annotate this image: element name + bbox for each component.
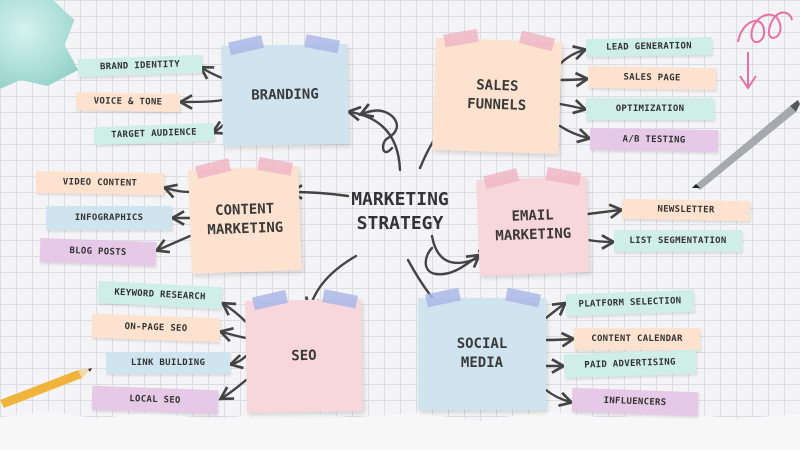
curly-arrow-doodle bbox=[357, 103, 399, 154]
topic-label: SOCIAL MEDIA bbox=[456, 336, 508, 371]
subtopic-tag: SALES PAGE bbox=[587, 65, 717, 91]
connector-arrow bbox=[586, 203, 625, 219]
topic-note-sales-funnels: SALES FUNNELS bbox=[432, 28, 562, 155]
subtopic-tag: BLOG POSTS bbox=[39, 237, 157, 267]
subtopic-tag: VIDEO CONTENT bbox=[35, 170, 165, 196]
connector-arrow bbox=[558, 124, 593, 144]
connector-arrow bbox=[227, 354, 248, 370]
connector-arrow bbox=[558, 99, 589, 115]
topic-label: SEO bbox=[291, 347, 317, 364]
subtopic-tag: CONTENT CALENDAR bbox=[574, 328, 700, 350]
topic-note-content-marketing: CONTENT MARKETING bbox=[188, 157, 302, 274]
subtopic-tag: LOCAL SEO bbox=[91, 385, 219, 415]
subtopic-tag: PAID ADVERTISING bbox=[563, 349, 697, 379]
subtopic-tag: OPTIMIZATION bbox=[586, 98, 714, 120]
torn-paper-edge bbox=[0, 410, 800, 450]
topic-note-seo: SEO bbox=[245, 289, 363, 414]
topic-label: BRANDING bbox=[251, 85, 319, 104]
subtopic-tag: NEWSLETTER bbox=[621, 198, 751, 222]
subtopic-tag: LINK BUILDING bbox=[106, 352, 230, 374]
connector-arrow bbox=[558, 71, 591, 88]
connector-arrow bbox=[153, 234, 192, 254]
subtopic-tag: ON-PAGE SEO bbox=[91, 313, 221, 343]
topic-label: CONTENT MARKETING bbox=[207, 200, 284, 239]
topic-note-email-marketing: EMAIL MARKETING bbox=[476, 167, 590, 276]
connector-arrow bbox=[544, 331, 577, 348]
connector-arrow bbox=[544, 301, 568, 320]
connector-arrow bbox=[217, 327, 248, 343]
subtopic-tag: INFOGRAPHICS bbox=[46, 206, 172, 230]
subtopic-tag: INFLUENCERS bbox=[571, 387, 699, 417]
topic-note-branding: BRANDING bbox=[221, 34, 349, 147]
subtopic-tag: LEAD GENERATION bbox=[585, 36, 713, 58]
topic-note-social-media: SOCIAL MEDIA bbox=[418, 287, 546, 410]
topic-label: SALES FUNNELS bbox=[466, 77, 527, 115]
connector-arrow bbox=[558, 45, 589, 66]
subtopic-tag: LIST SEGMENTATION bbox=[614, 230, 742, 252]
connector-arrow bbox=[544, 388, 575, 407]
connector-arrow bbox=[161, 183, 192, 199]
subtopic-tag: PLATFORM SELECTION bbox=[565, 289, 695, 317]
connector-arrow bbox=[198, 65, 224, 80]
connector-arrow bbox=[220, 301, 248, 324]
subtopic-tag: A/B TESTING bbox=[589, 127, 719, 153]
pencil-icon bbox=[0, 368, 92, 408]
subtopic-tag: VOICE & TONE bbox=[75, 92, 181, 112]
connector-arrow bbox=[586, 234, 617, 250]
connector-arrow bbox=[345, 105, 402, 172]
center-title: MARKETING STRATEGY bbox=[351, 189, 449, 234]
connector-arrow bbox=[177, 94, 224, 110]
curly-arrow-doodle bbox=[424, 246, 482, 276]
pen-icon bbox=[692, 100, 800, 190]
topic-label: EMAIL MARKETING bbox=[495, 207, 572, 245]
swirl-doodle-icon bbox=[737, 11, 793, 90]
connector-arrow bbox=[218, 378, 248, 401]
